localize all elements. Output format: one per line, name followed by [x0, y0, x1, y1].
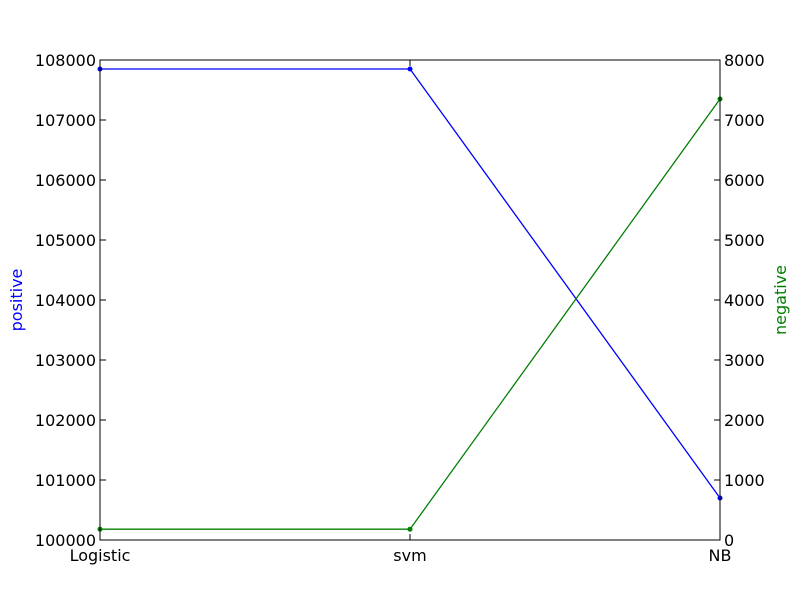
left-tick-label: 107000: [35, 111, 96, 130]
right-tick-label: 0: [724, 531, 734, 550]
left-axis-label: positive: [7, 269, 26, 332]
x-axis: Logistic svm NB: [70, 60, 732, 565]
right-tick-label: 2000: [724, 411, 765, 430]
data-point-negative: [407, 526, 413, 532]
right-tick-label: 6000: [724, 171, 765, 190]
left-tick-label: 108000: [35, 51, 96, 70]
left-tick-label: 101000: [35, 471, 96, 490]
right-tick-label: 4000: [724, 291, 765, 310]
x-tick-label: svm: [393, 546, 426, 565]
left-tick-label: 102000: [35, 411, 96, 430]
left-axis: 100000 101000 102000 103000 104000 105000 1060…: [35, 51, 106, 550]
right-tick-label: 1000: [724, 471, 765, 490]
left-tick-label: 105000: [35, 231, 96, 250]
left-tick-label: 104000: [35, 291, 96, 310]
left-tick-label: 106000: [35, 171, 96, 190]
right-axis-label: negative: [771, 265, 790, 335]
x-tick-label: Logistic: [70, 546, 131, 565]
right-tick-label: 8000: [724, 51, 765, 70]
left-tick-label: 103000: [35, 351, 96, 370]
right-tick-label: 5000: [724, 231, 765, 250]
x-tick-label: NB: [709, 546, 732, 565]
right-tick-label: 7000: [724, 111, 765, 130]
right-tick-label: 3000: [724, 351, 765, 370]
right-axis: 0 1000 2000 3000 4000 5000 6000 7000 8000: [714, 51, 765, 550]
series-lines: [97, 66, 723, 532]
left-tick-label: 100000: [35, 531, 96, 550]
data-point-positive: [407, 66, 413, 72]
